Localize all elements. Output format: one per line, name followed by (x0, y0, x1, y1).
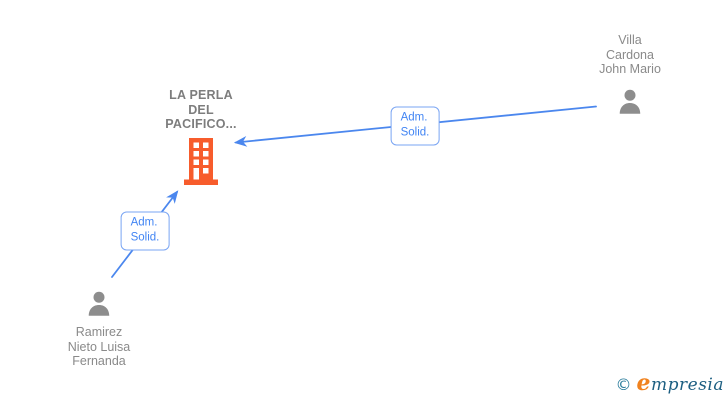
brand-text: empresia (636, 370, 724, 396)
node-person-ramirez-nieto[interactable]: Ramirez Nieto Luisa Fernanda (38, 288, 160, 369)
person-name: Villa Cardona John Mario (599, 33, 661, 76)
empresia-logo[interactable]: © empresia (616, 370, 725, 396)
company-name: LA PERLA DEL PACIFICO... (165, 88, 237, 131)
edge-label-adm-solid-top: Adm. Solid. (390, 106, 440, 146)
person-icon (84, 288, 114, 320)
person-name: Ramirez Nieto Luisa Fernanda (67, 325, 131, 368)
building-icon (184, 137, 218, 185)
person-icon (615, 86, 645, 118)
node-company[interactable]: LA PERLA DEL PACIFICO... (139, 88, 263, 185)
copyright-icon: © (615, 375, 632, 394)
node-person-villa-cardona[interactable]: Villa Cardona John Mario (569, 33, 691, 118)
edge-label-adm-solid-bottom: Adm. Solid. (120, 211, 170, 251)
